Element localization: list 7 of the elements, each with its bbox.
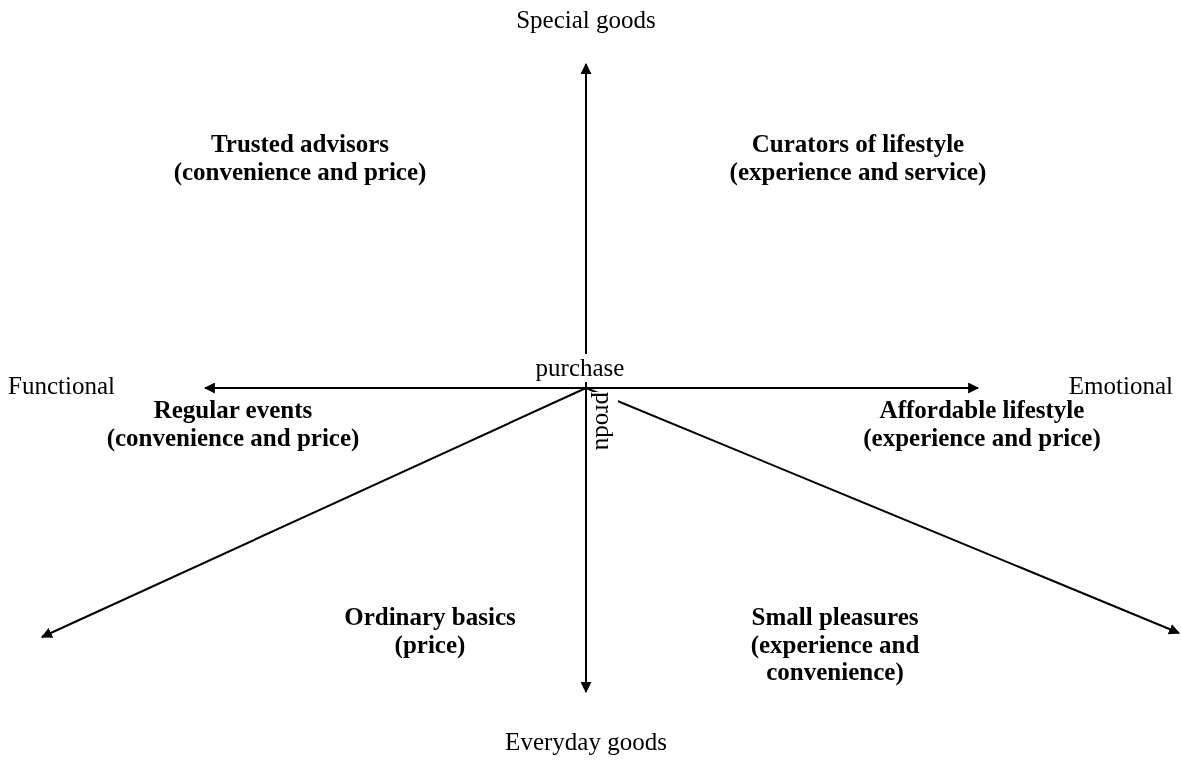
quadrant-label: Small pleasures (experience and convenience) <box>749 603 921 686</box>
axis-label: Special goods <box>515 6 657 34</box>
quadrant-label: Curators of lifestyle (experience and service) <box>728 130 988 185</box>
axis-label: Everyday goods <box>504 728 668 756</box>
axis-label: produ <box>590 392 618 451</box>
quadrant-label: Ordinary basics (price) <box>343 603 517 658</box>
quadrant-label: Trusted advisors (convenience and price) <box>172 130 428 185</box>
